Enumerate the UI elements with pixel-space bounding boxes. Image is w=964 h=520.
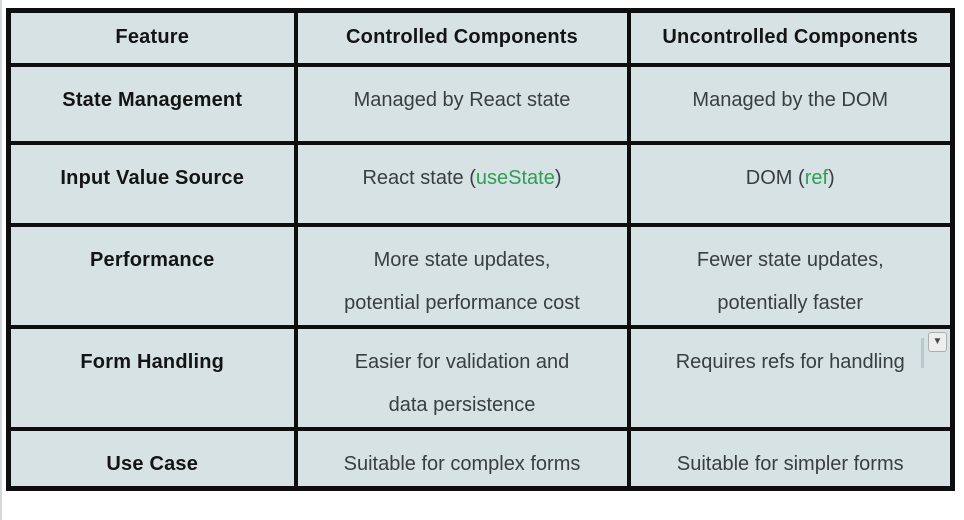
cell-text-segment: React state (: [362, 166, 476, 189]
cell-line: DOM (ref): [633, 157, 949, 200]
cell-controlled-form-handling: Easier for validation and data persisten…: [293, 324, 631, 431]
cell-controlled-input-value-source: React state (useState): [293, 140, 631, 227]
cell-text-segment: DOM (: [745, 166, 805, 189]
cell-feature-form-handling: Form Handling: [6, 324, 298, 431]
cell-uncontrolled-form-handling: Requires refs for handling ▼: [626, 324, 955, 431]
column-header-feature: Feature: [6, 8, 298, 67]
code-token-usestate: useState: [475, 166, 555, 189]
page-edge-line: [0, 0, 2, 520]
table-row: Form Handling Easier for validation and …: [6, 324, 955, 431]
cell-uncontrolled-performance: Fewer state updates, potentially faster: [626, 222, 955, 329]
cell-feature-input-value-source: Input Value Source: [6, 140, 298, 227]
dropdown-arrow-icon: ▼: [932, 335, 943, 347]
cell-line: potentially faster: [717, 291, 864, 314]
cell-controlled-use-case: Suitable for complex forms: [293, 426, 631, 490]
cell-line: potential performance cost: [344, 291, 580, 314]
cell-uncontrolled-state-management: Managed by the DOM: [626, 62, 955, 145]
column-header-uncontrolled: Uncontrolled Components: [626, 8, 955, 67]
cell-line: Fewer state updates,: [696, 248, 884, 271]
text-caret: [921, 337, 924, 368]
table-row: Input Value Source React state (useState…: [6, 140, 955, 227]
cell-uncontrolled-input-value-source: DOM (ref): [626, 140, 955, 227]
cell-line: More state updates,: [373, 248, 551, 271]
header-row: Feature Controlled Components Uncontroll…: [6, 8, 955, 67]
cell-feature-performance: Performance: [6, 222, 298, 329]
cell-feature-state-management: State Management: [6, 62, 298, 145]
cell-line: Easier for validation and: [354, 350, 570, 373]
table-row: Performance More state updates, potentia…: [6, 222, 955, 329]
dropdown-arrow-button[interactable]: ▼: [928, 331, 947, 352]
cell-feature-use-case: Use Case: [6, 426, 298, 490]
table-row: State Management Managed by React state …: [6, 62, 955, 145]
cell-line: Suitable for complex forms: [343, 452, 581, 475]
cell-controlled-performance: More state updates, potential performanc…: [293, 222, 631, 329]
code-token-ref: ref: [804, 166, 829, 189]
cell-line: Managed by the DOM: [692, 88, 889, 111]
cell-text-segment: ): [828, 166, 835, 189]
table-row: Use Case Suitable for complex forms Suit…: [6, 426, 955, 490]
column-header-controlled: Controlled Components: [293, 8, 631, 67]
cell-text-segment: ): [554, 166, 562, 189]
cell-controlled-state-management: Managed by React state: [293, 62, 631, 145]
cell-line: React state (useState): [300, 157, 625, 200]
cell-line: Requires refs for handling: [675, 350, 905, 373]
cell-line: Managed by React state: [353, 88, 571, 111]
cell-line: data persistence: [388, 393, 536, 416]
cell-uncontrolled-use-case: Suitable for simpler forms: [626, 426, 955, 490]
comparison-table: Feature Controlled Components Uncontroll…: [6, 8, 955, 491]
cell-line: Suitable for simpler forms: [676, 452, 904, 475]
